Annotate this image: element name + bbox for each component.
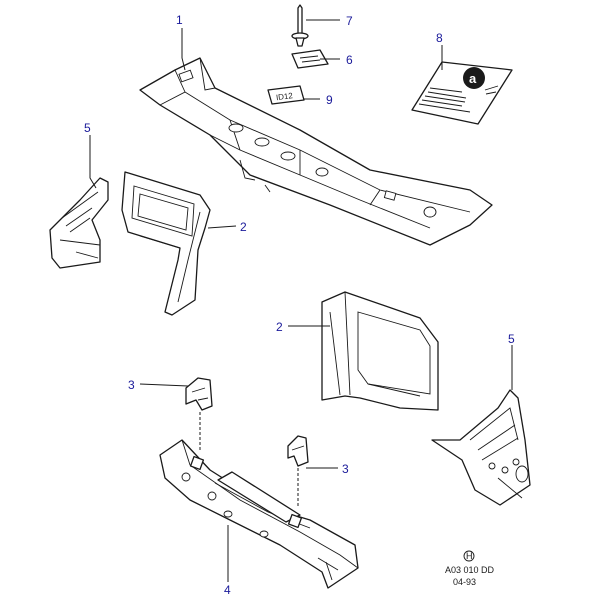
left-clip-bracket-part xyxy=(185,377,213,411)
sticker-logo-letter: a xyxy=(469,71,477,86)
callout-numbers: 1 7 6 9 8 5 2 2 5 3 3 4 xyxy=(84,13,515,597)
callout-4: 4 xyxy=(224,583,231,597)
callout-5-right: 5 xyxy=(508,332,515,346)
leader-lines xyxy=(89,19,513,582)
upper-front-panel-part xyxy=(139,57,493,246)
right-clip-bracket-part xyxy=(287,435,309,467)
date-code: 04-93 xyxy=(453,577,476,587)
callout-3-right: 3 xyxy=(342,462,349,476)
drawing-reference: H A03 010 DD 04-93 xyxy=(445,550,495,587)
callout-5-left: 5 xyxy=(84,121,91,135)
callout-8: 8 xyxy=(436,31,443,45)
left-mounting-bracket-part xyxy=(49,177,109,269)
leader-3-left xyxy=(139,383,189,387)
id-plate-part: ID12 xyxy=(267,85,305,105)
reference-mark-circle xyxy=(463,550,475,562)
drawing-code: A03 010 DD xyxy=(445,565,495,575)
id-plate-text: ID12 xyxy=(275,91,293,102)
label-tag-part xyxy=(291,49,329,69)
callout-9: 9 xyxy=(326,93,333,107)
leader-5-left xyxy=(89,135,97,189)
callout-2-right: 2 xyxy=(276,320,283,334)
callout-3-left: 3 xyxy=(128,378,135,392)
lower-cross-member-part xyxy=(159,439,359,589)
callout-2-left: 2 xyxy=(240,220,247,234)
leader-2-left xyxy=(207,225,237,229)
reference-mark: H xyxy=(466,551,473,561)
pin-fastener-part xyxy=(291,4,309,47)
callout-7: 7 xyxy=(346,14,353,28)
leader-1 xyxy=(181,28,186,71)
sticker-logo xyxy=(463,67,485,89)
right-headlamp-housing-part xyxy=(321,291,439,411)
left-headlamp-housing-part xyxy=(121,171,211,316)
callout-1: 1 xyxy=(176,13,183,27)
right-mounting-bracket-part xyxy=(431,389,531,506)
information-sticker-part: a xyxy=(411,61,513,125)
callout-6: 6 xyxy=(346,53,353,67)
